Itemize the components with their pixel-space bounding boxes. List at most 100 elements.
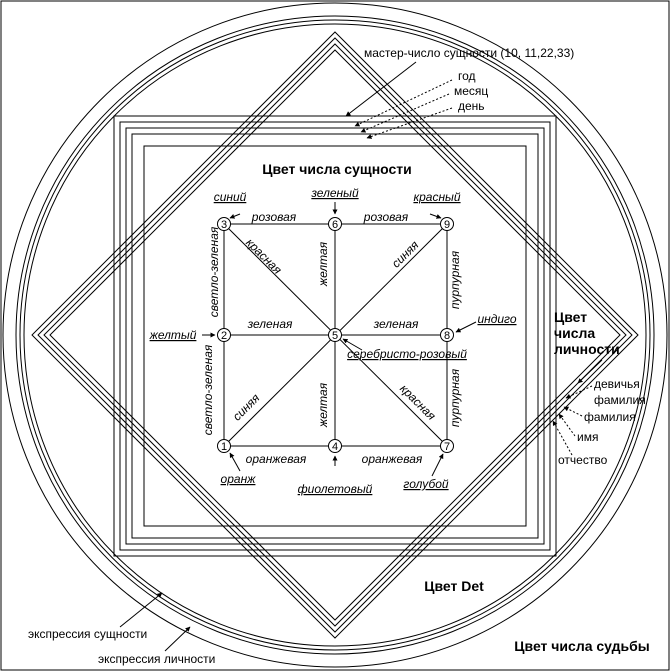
label-maiden-2: фамилия <box>594 393 646 407</box>
square-3 <box>125 127 545 545</box>
arrow-to-node-8 <box>455 321 477 333</box>
node-number-1: 1 <box>221 441 227 453</box>
arrow-to-node-9 <box>429 213 442 219</box>
edge-label-right-lower: пурпурная <box>448 368 462 427</box>
arrow-to-node-5 <box>342 338 363 351</box>
title-personality-2: числа <box>554 325 595 341</box>
edge-label-diag-tl: красная <box>243 235 285 277</box>
edge-label-mid-right: зеленая <box>373 317 419 331</box>
node-1 <box>217 439 231 453</box>
node-arrows <box>202 202 477 477</box>
node-numbers: 3 6 9 2 5 8 1 4 7 <box>221 219 450 453</box>
edge-label-bottom-right: оранжевая <box>362 452 423 466</box>
node-9 <box>440 217 454 231</box>
color-label-5: серебристо-розовый <box>347 347 467 361</box>
label-surname: фамилия <box>584 410 636 424</box>
label-year: год <box>458 69 476 83</box>
essence-squares <box>113 115 557 557</box>
title-essence-color: Цвет числа сущности <box>262 161 412 177</box>
node-number-5: 5 <box>332 330 338 342</box>
leader-patronymic <box>552 420 573 456</box>
node-number-7: 7 <box>444 441 450 453</box>
color-label-3: синий <box>214 190 247 204</box>
leader-maiden <box>565 385 593 399</box>
square-4 <box>131 133 539 539</box>
square-5 <box>143 145 527 527</box>
color-label-7: голубой <box>403 477 449 491</box>
outer-circle-2 <box>15 15 655 655</box>
outer-circle-4 <box>23 23 647 647</box>
edge-label-center-lower: желтая <box>316 382 330 428</box>
diamond-1 <box>31 31 639 639</box>
personality-diamonds <box>31 31 639 639</box>
node-5 <box>328 328 342 342</box>
node-7 <box>440 439 454 453</box>
color-label-6: зеленый <box>310 186 359 200</box>
node-number-4: 4 <box>332 441 338 453</box>
node-8 <box>440 328 454 342</box>
arrow-to-node-7 <box>431 453 444 477</box>
arrow-to-node-1 <box>229 452 241 472</box>
label-patronymic: отчество <box>558 453 608 467</box>
label-name: имя <box>577 430 598 444</box>
color-label-1: оранж <box>221 472 257 486</box>
node-2 <box>217 328 231 342</box>
color-label-2: желтый <box>149 328 197 342</box>
edge-label-left-upper: светло-зеленая <box>207 226 221 317</box>
node-6 <box>328 217 342 231</box>
edge-label-bottom-left: оранжевая <box>246 452 307 466</box>
leader-personality <box>577 359 603 384</box>
node-number-2: 2 <box>221 330 227 342</box>
node-group <box>217 217 454 453</box>
title-personality-3: личности <box>554 341 620 357</box>
node-4 <box>328 439 342 453</box>
title-det-color: Цвет Det <box>424 578 484 594</box>
leader-essence-expression <box>119 592 163 628</box>
edge-label-right-upper: пурпурная <box>448 250 462 309</box>
color-label-8: индиго <box>477 312 516 326</box>
leader-day <box>366 107 453 139</box>
label-day: день <box>458 99 485 113</box>
label-maiden-1: девичья <box>594 377 640 391</box>
color-label-9: красный <box>413 190 460 204</box>
leader-master <box>345 61 417 117</box>
square-2 <box>119 121 551 551</box>
label-master-number: мастер-число сущности (10, 11,22,33) <box>364 46 574 60</box>
title-destiny-color: Цвет числа судьбы <box>514 638 649 654</box>
edge-label-diag-bl: синяя <box>230 390 263 423</box>
edge-label-left-lower: светло-зеленая <box>201 344 215 435</box>
edge-label-center-upper: желтая <box>316 241 330 287</box>
leader-year <box>354 79 453 127</box>
edge-label-top-left: розовая <box>251 210 297 224</box>
top-leader-lines <box>345 61 453 139</box>
node-number-8: 8 <box>444 330 450 342</box>
node-number-9: 9 <box>444 219 450 231</box>
edge-label-mid-left: зеленая <box>247 317 293 331</box>
arrow-to-node-3 <box>229 213 241 219</box>
leader-month <box>360 93 450 133</box>
edge-label-top-right: розовая <box>363 210 409 224</box>
leader-personality-expression <box>164 626 191 652</box>
label-personality-expression: экспрессия личности <box>98 652 215 666</box>
leader-name <box>558 413 576 437</box>
diamond-2 <box>37 37 633 633</box>
node-number-3: 3 <box>221 219 227 231</box>
color-label-4: фиолетовый <box>298 482 373 496</box>
square-1 <box>113 115 557 557</box>
bottom-leader-lines <box>119 592 191 652</box>
diamond-3 <box>43 43 627 627</box>
label-essence-expression: экспрессия сущности <box>28 627 147 641</box>
node-number-6: 6 <box>332 219 338 231</box>
diamond-4 <box>49 49 621 621</box>
right-leader-lines <box>552 359 603 456</box>
outer-circle-3 <box>19 19 651 651</box>
node-3 <box>217 217 231 231</box>
title-personality-1: Цвет <box>554 309 587 325</box>
leader-surname <box>563 406 583 417</box>
label-month: месяц <box>454 84 488 98</box>
